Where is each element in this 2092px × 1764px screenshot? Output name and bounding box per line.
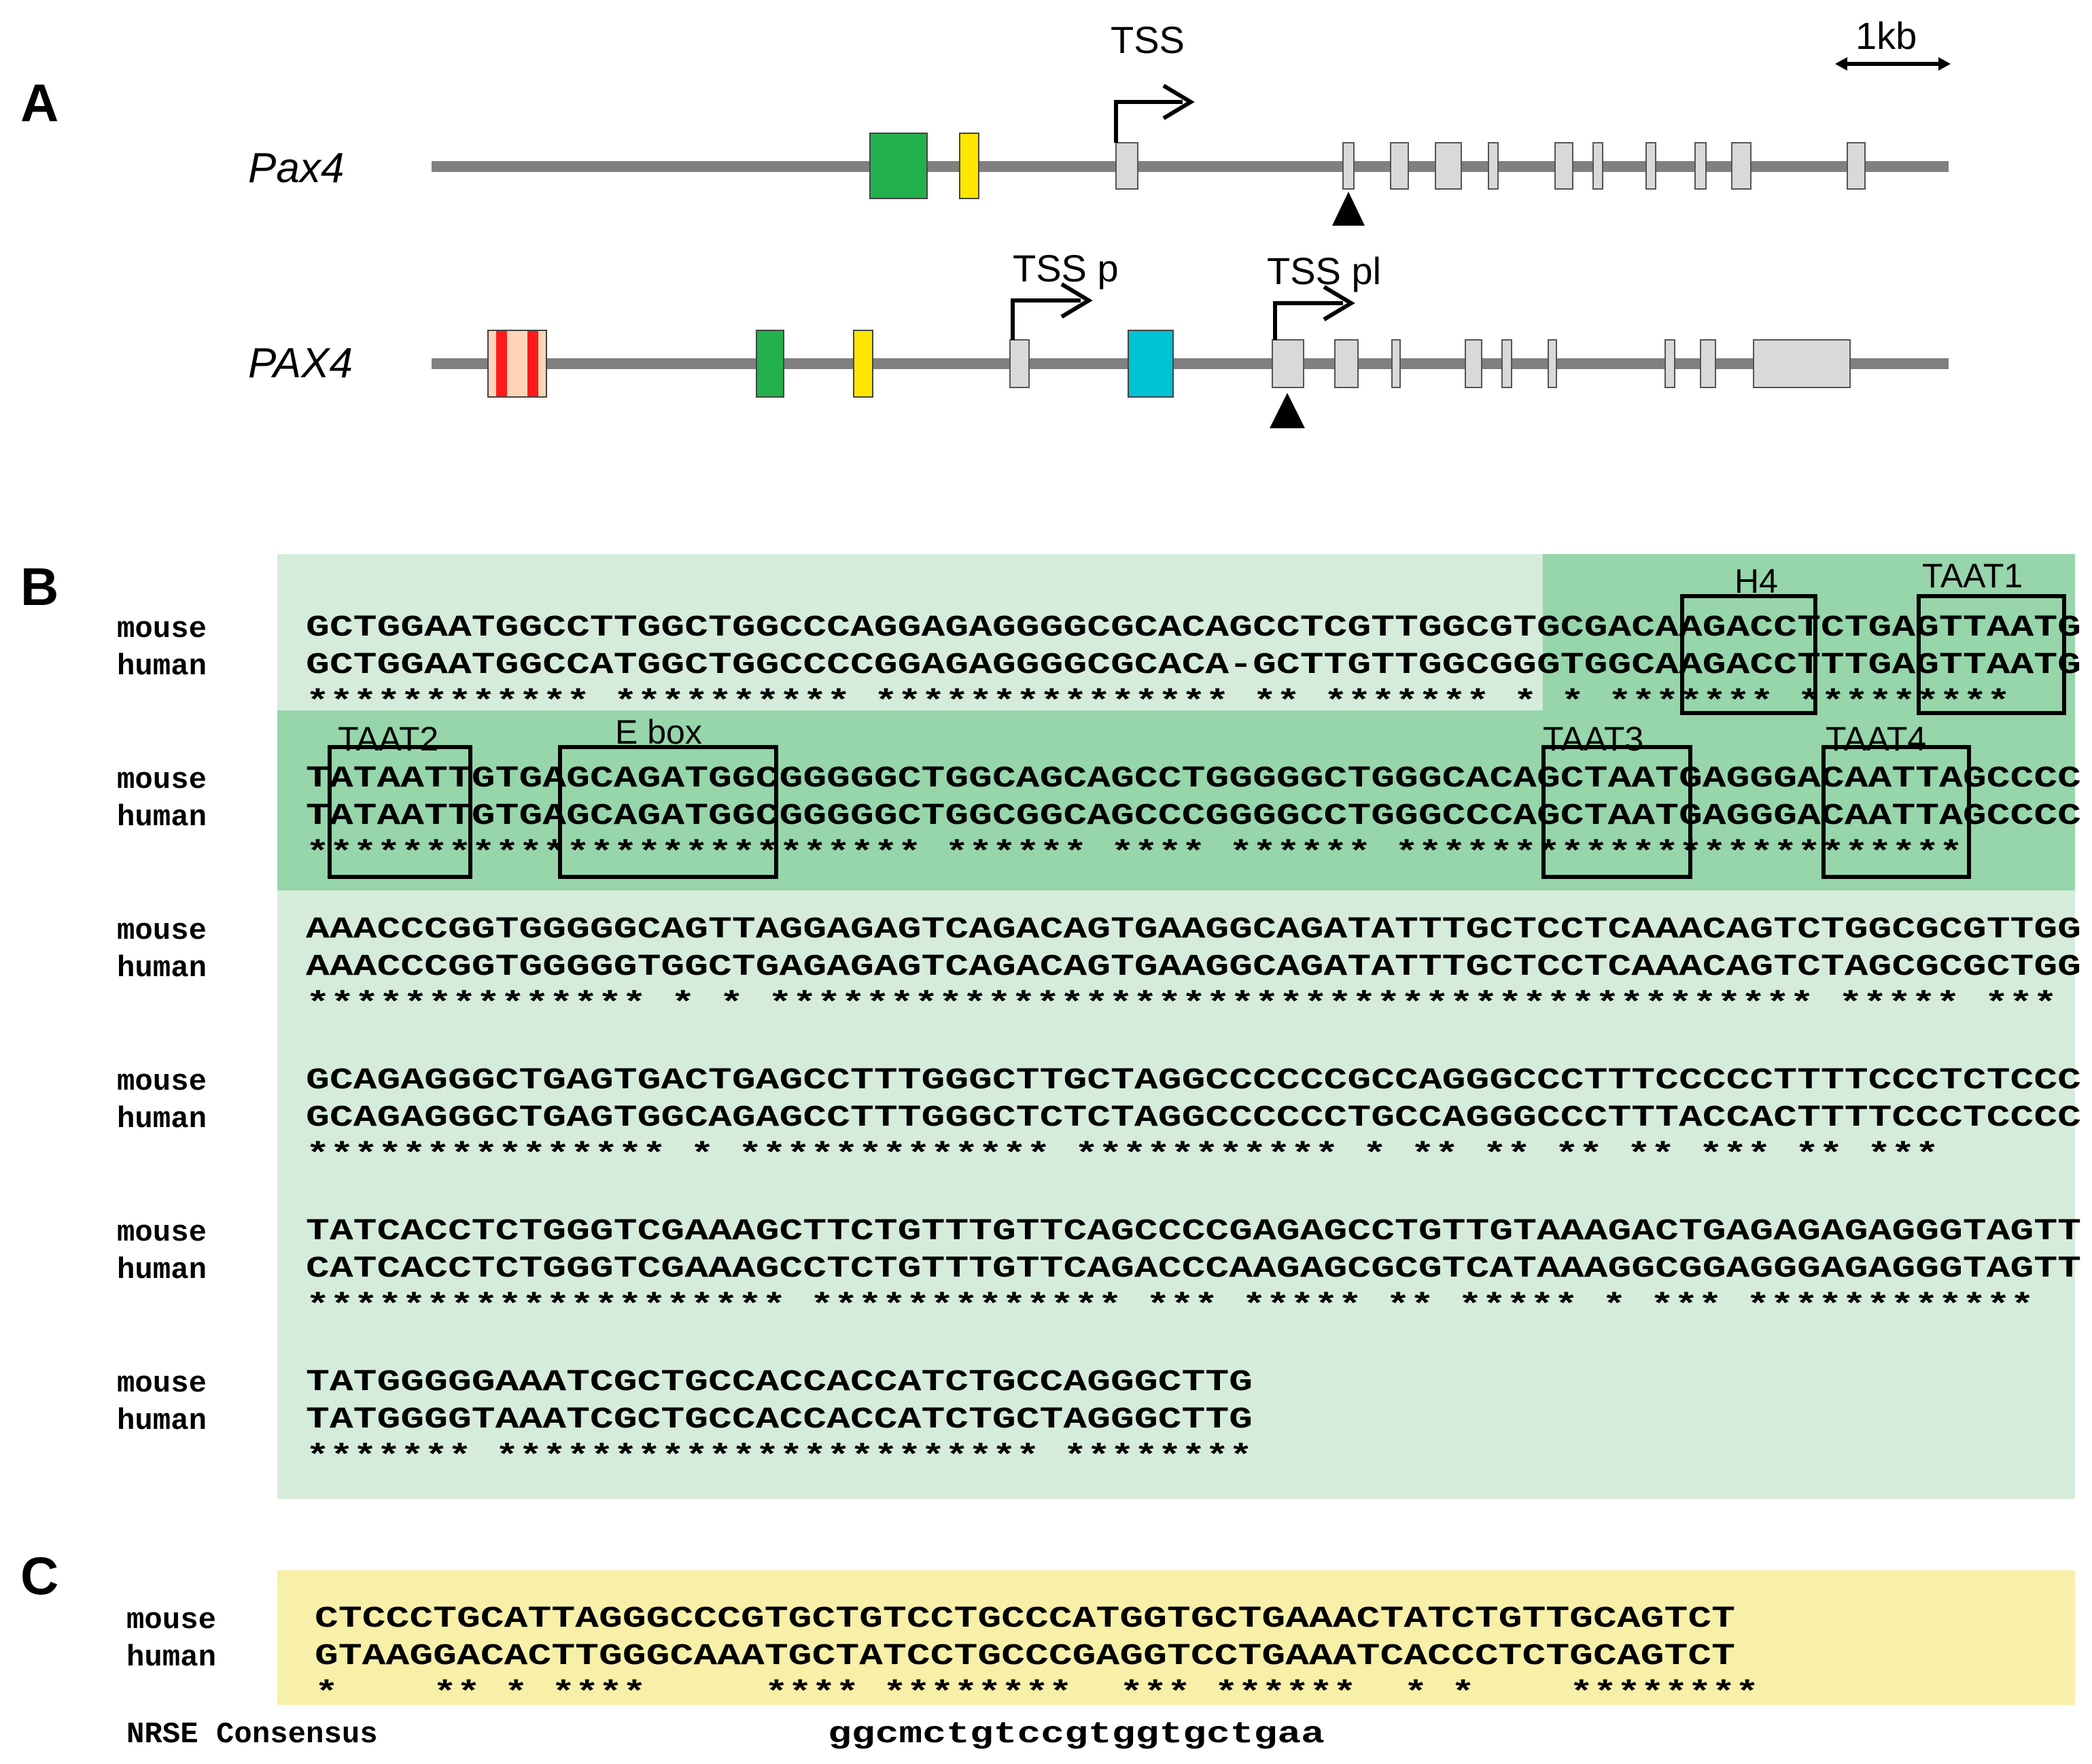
motif-labels: H4 TAAT1 TAAT2 E box TAAT3 TAAT4 — [338, 557, 2023, 758]
human-red-striped-region — [487, 330, 547, 398]
motif-box-taat2 — [328, 745, 472, 879]
human-label: human — [117, 1404, 207, 1438]
human-tss-p-label: TSS p — [1013, 247, 1119, 290]
panel-b-label: B — [20, 557, 58, 617]
human-yellow-region — [853, 330, 873, 398]
motif-label-ebox: E box — [615, 713, 702, 751]
conservation-line: *************** * ************* ********… — [306, 1139, 1939, 1173]
motif-box-taat1 — [1917, 594, 2066, 715]
mouse-sequence: AAACCCGGTGGGGGCAGTTAGGAGAGTCAGACAGTGAAGG… — [306, 913, 2081, 947]
mouse-sequence: GCAGAGGGCTGAGTGACTGAGCCTTTGGGCTTGCTAGGCC… — [306, 1064, 2081, 1098]
human-label: human — [117, 650, 207, 684]
mouse-label: mouse — [117, 1367, 207, 1401]
panel-c-mouse-label: mouse — [126, 1604, 216, 1638]
panel-b-backgrounds — [277, 554, 2075, 1499]
human-label: human — [117, 1253, 207, 1287]
human-label: human — [117, 801, 207, 835]
human-sequence: CATCACCTCTGGGTCGAAAGCCTCTGTTTGTTCAGACCCA… — [306, 1252, 2081, 1286]
conservation-line: ******* *********************** ******** — [306, 1440, 1253, 1474]
mouse-sequence: TATGGGGGAAATCGCTGCCACCACCATCTGCCAGGGCTTG — [306, 1366, 1253, 1400]
scale-bar-label: 1kb — [1855, 14, 1917, 57]
mouse-sequence: TATAATTGTGAGCAGATGGCGGGGGCTGGCAGCAGCCTGG… — [306, 762, 2081, 796]
mouse-yellow-region — [959, 133, 979, 199]
motif-box-taat3 — [1541, 745, 1692, 879]
human-label: human — [117, 952, 207, 986]
mouse-triangle-marker — [1332, 192, 1365, 226]
alignment-b: mousehumanGCTGGAATGGCCTTGGCTGGCCCAGGAGAG… — [117, 611, 2081, 1474]
mouse-label: mouse — [117, 1065, 207, 1099]
motif-box-h4 — [1680, 594, 1817, 715]
mouse-label: mouse — [117, 914, 207, 948]
human-green-region — [756, 330, 784, 398]
mouse-gene-name: Pax4 — [248, 145, 344, 192]
mouse-label: mouse — [117, 612, 207, 646]
motif-label-taat4: TAAT4 — [1826, 720, 1926, 758]
motif-box-taat4 — [1821, 745, 1971, 879]
panel-c-mouse-seq: CTCCCTGCATTAGGGCCCGTGCTGTCCTGCCCATGGTGCT… — [315, 1602, 1735, 1636]
mouse-exons — [1115, 142, 1866, 190]
human-triangle-marker — [1270, 393, 1305, 428]
mouse-label: mouse — [117, 763, 207, 797]
mouse-tss-arrow — [1114, 84, 1195, 143]
conservation-line: ******************** ************* *** *… — [306, 1290, 2034, 1324]
panel-c-human-label: human — [126, 1641, 216, 1675]
human-tss-p-arrow — [1011, 282, 1093, 340]
human-sequence: TATGGGGTAAATCGCTGCCACCACCATCTGCTAGGGCTTG — [306, 1403, 1253, 1437]
panel-c-human-seq: GTAAGGACACTTGGGCAAATGCTATCCTGCCCGAGGTCCT… — [315, 1640, 1735, 1674]
human-exons — [1009, 339, 1851, 388]
human-sequence: GCAGAGGGCTGAGTGGCAGAGCCTTTGGGCTCTCTAGGCC… — [306, 1101, 2081, 1135]
panel-c-consensus: * ** * **** **** ******** *** ****** * *… — [315, 1677, 1759, 1711]
mouse-sequence: TATCACCTCTGGGTCGAAAGCTTCTGTTTGTTCAGCCCCG… — [306, 1215, 2081, 1249]
mouse-tss-label: TSS — [1111, 18, 1185, 61]
human-gene-name: PAX4 — [248, 340, 353, 387]
human-sequence: GCTGGAATGGCCATGGCTGGCCCCGGAGAGGGGCGCACA-… — [306, 648, 2081, 682]
motif-label-taat1: TAAT1 — [1922, 557, 2023, 595]
nrse-label: NRSE Consensus — [126, 1718, 378, 1752]
motif-label-h4: H4 — [1734, 562, 1778, 600]
mouse-label: mouse — [117, 1216, 207, 1250]
mouse-green-region — [869, 133, 928, 199]
scale-bar: 1kb — [1835, 14, 1951, 71]
human-sequence: TATAATTGTGAGCAGATGGCGGGGGCTGGCGGCAGCCCGG… — [306, 799, 2081, 833]
motif-label-taat3: TAAT3 — [1543, 720, 1643, 758]
mouse-gene-track: TSS — [432, 18, 1949, 226]
human-label: human — [117, 1103, 207, 1137]
conservation-line: ************** * * *********************… — [306, 988, 2057, 1022]
motif-boxes — [328, 594, 2066, 879]
human-tss-pl-label: TSS pl — [1267, 249, 1381, 292]
conservation-line: ************************** ****** **** *… — [306, 837, 1963, 871]
human-gene-track: TSS p TSS pl — [432, 247, 1949, 428]
human-cyan-region — [1128, 330, 1174, 398]
panel-c-label: C — [20, 1546, 58, 1606]
panel-c-background — [277, 1570, 2075, 1705]
panel-a-label: A — [20, 73, 58, 133]
mouse-sequence: GCTGGAATGGCCTTGGCTGGCCCAGGAGAGGGGCGCACAG… — [306, 611, 2081, 645]
human-tss-pl-arrow — [1273, 285, 1355, 340]
human-sequence: AAACCCGGTGGGGGTGGCTGAGAGAGTCAGACAGTGAAGG… — [306, 950, 2081, 984]
nrse-sequence: ggcmctgtccgtggtgctgaa — [828, 1718, 1325, 1752]
motif-box-ebox — [558, 745, 778, 879]
motif-label-taat2: TAAT2 — [338, 720, 438, 758]
